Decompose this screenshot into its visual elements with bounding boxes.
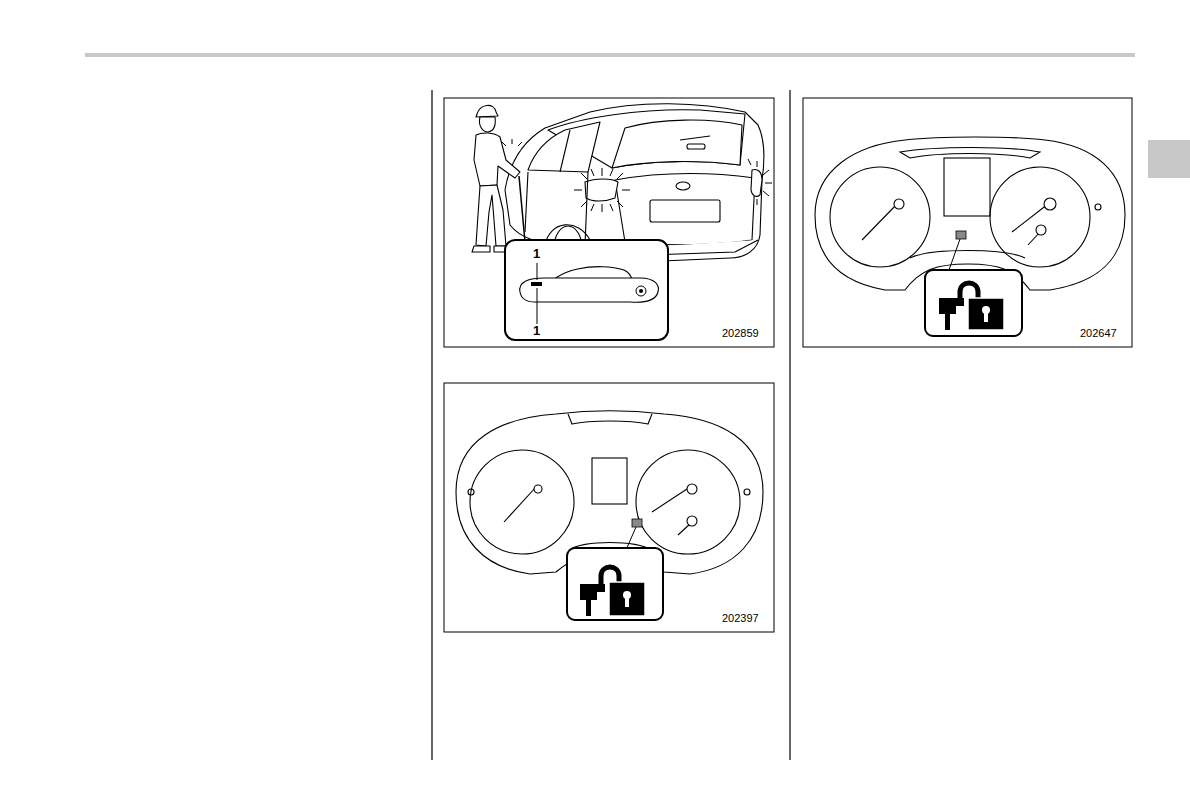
column-divider	[431, 90, 432, 760]
handle-inset	[505, 176, 668, 340]
figure-number: 202647	[1080, 328, 1117, 339]
leader-line	[537, 263, 538, 280]
header-rule	[85, 53, 1135, 57]
figure-number: 202397	[722, 613, 759, 624]
flash-rays	[499, 139, 772, 212]
person-figure	[472, 105, 520, 252]
section-tab	[1148, 140, 1190, 178]
figure-number: 202859	[722, 328, 759, 339]
leader-line	[537, 288, 538, 324]
indicator-light	[956, 231, 966, 239]
instrument-cluster	[815, 137, 1125, 290]
indicator-light	[632, 519, 642, 527]
figure-frame	[803, 98, 1132, 347]
column-divider	[789, 90, 790, 760]
lock-sensor	[531, 282, 542, 286]
icon-inset	[925, 270, 1022, 336]
callout-number: 1	[532, 324, 541, 337]
security-indicator-icon	[580, 567, 645, 616]
leader-line	[626, 527, 636, 550]
leader-line	[949, 239, 960, 270]
callout-number: 1	[532, 247, 541, 260]
figure-frame	[444, 98, 774, 347]
security-indicator-icon	[939, 283, 1004, 330]
figure-frame	[444, 383, 774, 632]
icon-inset	[567, 548, 663, 620]
